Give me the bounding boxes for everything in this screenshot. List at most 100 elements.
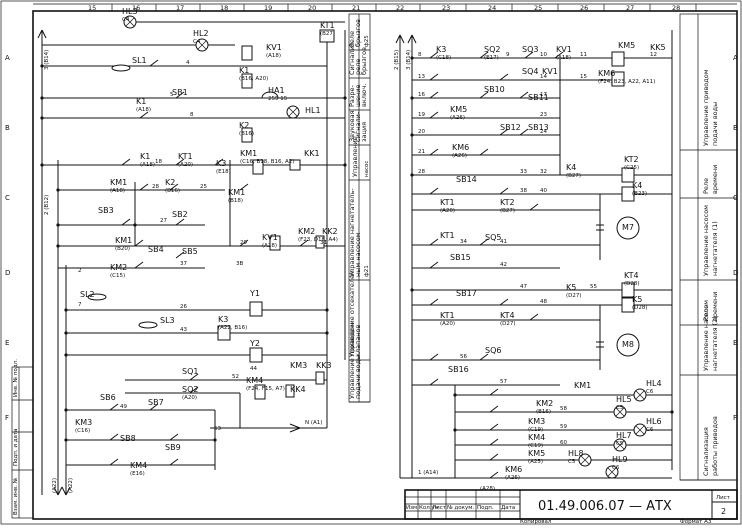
wire-number: 32: [540, 169, 547, 175]
bus-label-b12: 2 (B12): [44, 195, 50, 215]
component-label: SB6: [100, 393, 116, 402]
component-label: KM5: [450, 105, 467, 114]
component-reference: C5: [616, 405, 624, 411]
row-letter: F: [733, 414, 737, 422]
component-label: M8: [622, 340, 634, 349]
wire-number: 26: [180, 304, 187, 310]
component-label: KK2: [322, 227, 338, 236]
component-label: KT4: [500, 311, 515, 320]
row-letter: A: [733, 54, 738, 62]
function-table-cell: зация: [360, 122, 368, 142]
component-label: K4: [566, 163, 576, 172]
wire-number: 20: [418, 129, 425, 135]
stamp-inv-original: Инв. № подл.: [13, 359, 19, 397]
component-reference: (C25): [624, 165, 639, 171]
component-label: SB16: [448, 365, 469, 374]
component-reference: (B27): [320, 31, 335, 37]
component-label: K5: [566, 283, 576, 292]
wire-number: 23: [540, 112, 547, 118]
wire-number: 56: [460, 354, 467, 360]
component-label: SQ4: [522, 67, 538, 76]
format-label: Формат A3: [680, 519, 712, 525]
side-stamp: Инв. № подл. Подп. и дата Взам. инв. №: [11, 359, 34, 519]
title-block-header: Подп.: [477, 505, 494, 511]
component-label: HL8: [568, 449, 584, 458]
right-bus-label-a14: 1 (A14): [418, 470, 438, 476]
function-table-cell: Реле: [702, 178, 710, 194]
component-reference: (C18): [436, 55, 451, 61]
function-table-cell: Управление приводом: [348, 322, 356, 399]
component-reference: (B16): [239, 131, 254, 137]
wire-number: 18: [155, 159, 162, 165]
component-label: K1: [239, 66, 249, 75]
component-label: K2: [165, 178, 175, 187]
wire-number: 15: [580, 74, 587, 80]
function-table-cell: Реле: [348, 31, 356, 47]
function-table-cell: включ.: [360, 84, 368, 107]
component-label: KM4: [130, 461, 147, 470]
zone-number: 20: [308, 4, 316, 12]
component-label: SQ3: [522, 45, 538, 54]
wire-number: 58: [560, 406, 567, 412]
wire-number: 28: [152, 184, 159, 190]
zone-number: 25: [534, 4, 542, 12]
wire-number: 55: [590, 284, 597, 290]
drawing-designation: 01.49.006.07 — АТХ: [538, 499, 672, 514]
wire-number: 21: [418, 149, 425, 155]
stamp-replaced-inv: Взам. инв. №: [13, 477, 19, 515]
component-reference: C6: [646, 389, 654, 395]
component-label: SB7: [148, 398, 164, 407]
wire-number: 25: [200, 184, 207, 190]
wire-number: 49: [120, 404, 127, 410]
component-label: KM1: [115, 236, 132, 245]
row-letter: F: [5, 414, 9, 422]
component-label: K1: [140, 152, 150, 161]
component-label: KM3: [75, 418, 92, 427]
component-reference: (D27): [566, 293, 582, 299]
component-label: SL1: [132, 56, 147, 65]
component-label: KM5: [618, 41, 635, 50]
wire-number: 13: [418, 74, 425, 80]
component-reference: (B16): [536, 409, 551, 415]
component-reference: C6: [612, 465, 620, 471]
component-label: K3: [218, 315, 228, 324]
component-label: KT4: [624, 271, 639, 280]
wire-number: 59: [560, 424, 567, 430]
wire-number: 8: [418, 52, 422, 58]
component-label: KT2: [624, 155, 639, 164]
component-reference: (A18): [110, 188, 125, 194]
component-label: KT1: [320, 21, 335, 30]
wire-number: 38: [520, 188, 527, 194]
component-label: SB13: [528, 123, 549, 132]
component-label: KM4: [246, 376, 263, 385]
component-label: HL5: [616, 395, 632, 404]
component-reference: (A18): [266, 53, 281, 59]
zone-number: 22: [396, 4, 404, 12]
wire-number: 37: [180, 261, 187, 267]
wire-number: 42: [500, 262, 507, 268]
bus-label-b14: 3 (B14): [44, 50, 50, 70]
title-block-header: Кол.уч: [419, 505, 438, 511]
component-label: SB2: [172, 210, 188, 219]
component-label: SB14: [456, 175, 477, 184]
component-label: KM1: [110, 178, 127, 187]
component-label: KM5: [528, 449, 545, 458]
row-letter: D: [733, 269, 738, 277]
function-table-cell: Управление нагнетатель-: [348, 188, 356, 277]
bus-label-a22a: (A22): [52, 478, 58, 493]
function-table-cell: нагнетателя (1): [711, 221, 719, 276]
component-label: KM6: [452, 143, 469, 152]
component-label: K3: [436, 45, 446, 54]
function-table-cell: клапанов: [354, 324, 362, 357]
component-label: KV1: [266, 43, 282, 52]
neutral-label: N (A1): [305, 420, 322, 426]
function-table-cell: Сигнализация: [702, 427, 710, 476]
component-label: KT1: [440, 231, 455, 240]
component-reference: (D27): [500, 321, 516, 327]
